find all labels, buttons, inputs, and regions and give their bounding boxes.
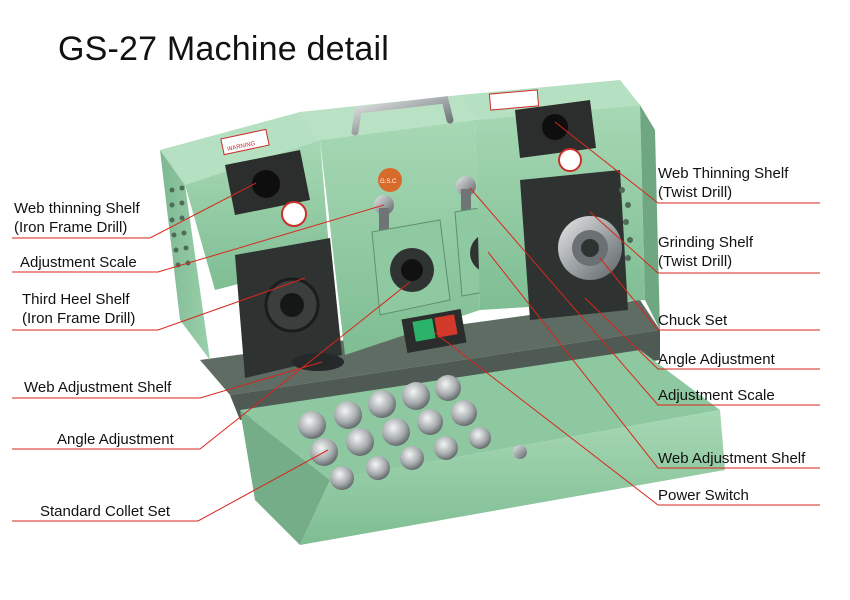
leader-angle-adjustment-right <box>584 297 820 370</box>
leader-web-thinning-shelf-iron <box>12 182 257 239</box>
leader-web-thinning-shelf-twist <box>554 121 820 204</box>
svg-text:WARNING: WARNING <box>227 141 257 153</box>
label-adjustment-scale-right: Adjustment Scale <box>658 387 775 404</box>
leader-standard-collet-set <box>12 449 329 522</box>
label-third-heel-shelf: Third Heel Shelf(Iron Frame Drill) <box>22 291 136 327</box>
page-title: GS-27 Machine detail <box>58 30 389 68</box>
leader-power-switch <box>433 331 820 506</box>
right-housing <box>460 80 660 330</box>
label-grinding-shelf: Grinding Shelf(Twist Drill) <box>658 234 754 270</box>
power-switch-icon <box>401 309 467 353</box>
leader-chuck-set <box>599 257 820 331</box>
leader-angle-adjustment-left <box>12 281 411 450</box>
label-web-adjustment-shelf-left: Web Adjustment Shelf <box>24 379 172 396</box>
standard-collets <box>298 375 491 490</box>
label-web-thinning-shelf-twist: Web Thinning Shelf(Twist Drill) <box>658 165 789 201</box>
left-housing: WARNING <box>160 112 344 378</box>
label-angle-adjustment-left: Angle Adjustment <box>57 431 174 448</box>
label-web-adjustment-shelf-right: Web Adjustment Shelf <box>658 450 806 467</box>
label-adjustment-scale-left: Adjustment Scale <box>20 254 137 271</box>
leader-web-adjustment-shelf-left <box>12 361 323 399</box>
label-standard-collet-set: Standard Collet Set <box>40 503 171 520</box>
label-chuck-set: Chuck Set <box>658 312 728 329</box>
leader-grinding-shelf <box>589 211 820 274</box>
leader-lines <box>12 121 820 522</box>
label-angle-adjustment-right: Angle Adjustment <box>658 351 775 368</box>
leader-third-heel-shelf <box>12 277 306 331</box>
leader-adjustment-scale-left <box>12 204 385 273</box>
label-web-thinning-shelf-iron: Web thinning Shelf(Iron Frame Drill) <box>14 200 140 236</box>
svg-text:G.S.C: G.S.C <box>380 179 397 185</box>
leader-adjustment-scale-right <box>469 187 820 406</box>
label-power-switch: Power Switch <box>658 487 749 504</box>
leader-web-adjustment-shelf-right <box>487 251 820 469</box>
drawer-knob-icon <box>513 445 527 459</box>
